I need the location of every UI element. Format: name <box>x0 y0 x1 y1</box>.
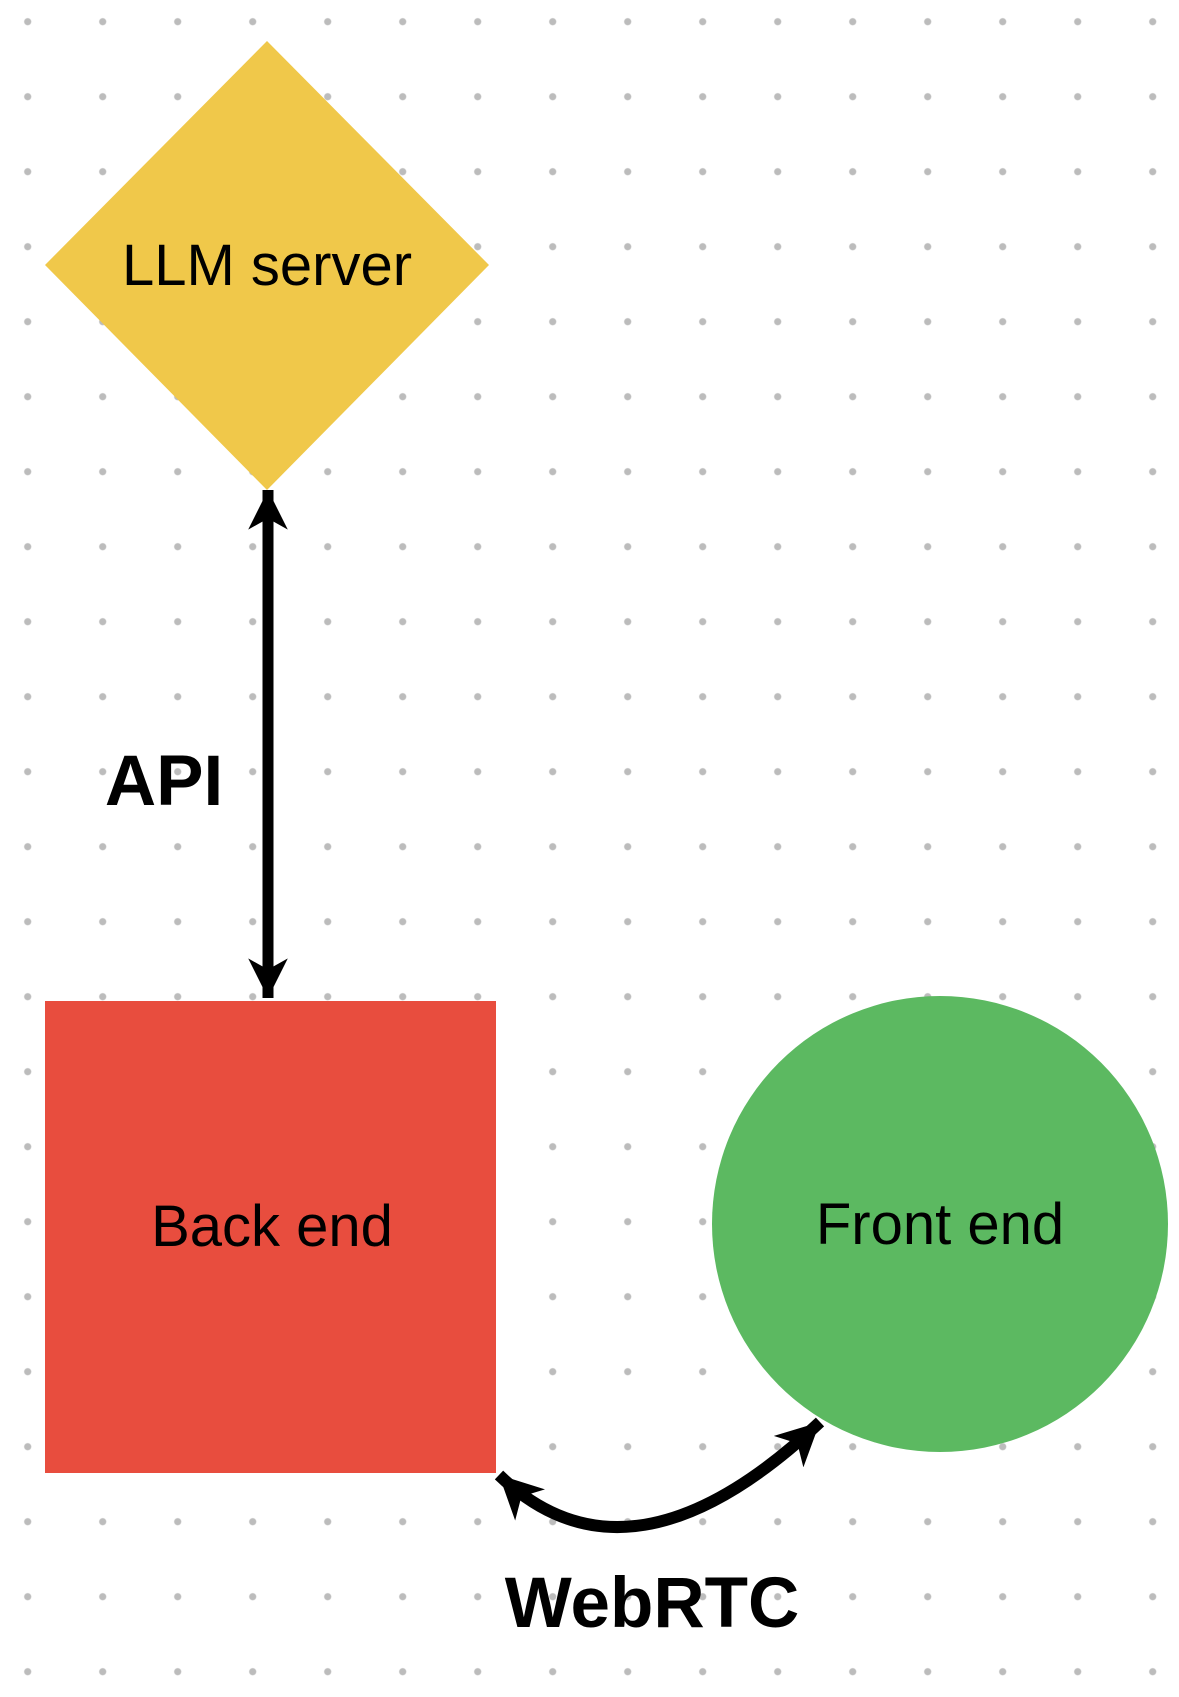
front-end-label: Front end <box>815 1192 1065 1258</box>
llm-server-label: LLM server <box>121 233 413 299</box>
webrtc-connector-arrow[interactable] <box>494 1417 825 1533</box>
api-connector-label: API <box>104 741 224 821</box>
back-end-label: Back end <box>151 1194 393 1260</box>
webrtc-connector-label: WebRTC <box>504 1563 800 1643</box>
llm-server-diamond-shape[interactable] <box>45 41 489 490</box>
front-end-circle-shape[interactable] <box>712 996 1168 1452</box>
back-end-square-shape[interactable] <box>45 1001 496 1473</box>
